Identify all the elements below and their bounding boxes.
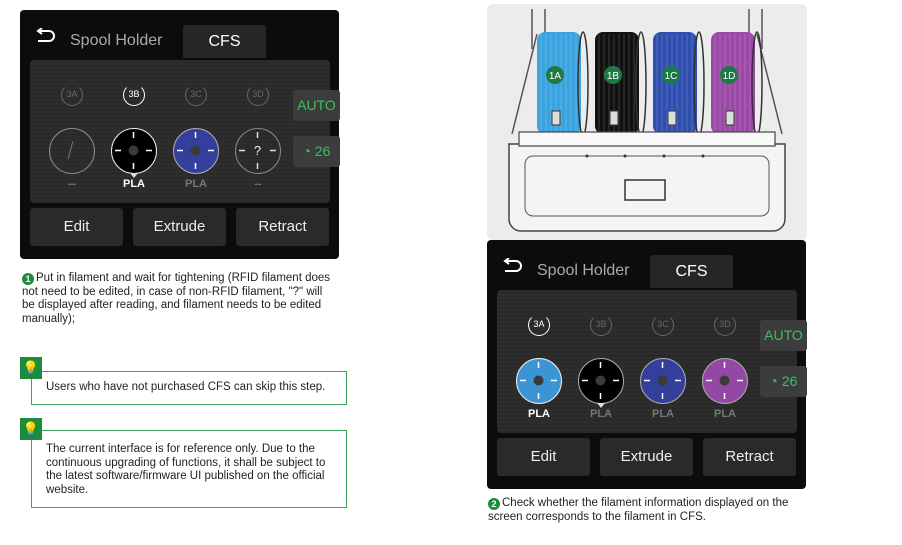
rotate-slot-icon: 3B <box>123 84 145 106</box>
spool-1D: 1D <box>711 31 763 137</box>
lightbulb-icon: 💡 <box>20 418 42 440</box>
cfs-screen-step1: Spool Holder CFS 3A -- 3B PLA 3C PLA 3D … <box>20 10 340 259</box>
humidity-drop-icon: ◔ <box>769 373 782 389</box>
slot-material-label: PLA <box>652 408 674 420</box>
rotate-slot-icon: 3C <box>652 314 674 336</box>
selected-indicator-icon <box>597 403 605 408</box>
spool-1A: 1A <box>537 31 589 137</box>
step-1-text: Put in filament and wait for tightening … <box>22 272 331 325</box>
cfs-slots-area: 3A -- 3B PLA 3C PLA 3D ? -- AUTO ◔ 26 <box>30 60 340 203</box>
extrude-button[interactable]: Extrude <box>133 208 226 246</box>
cfs-screen-step2: Spool Holder CFS 3A PLA 3B PLA 3C PLA 3D… <box>487 240 807 489</box>
humidity-value: 26 <box>314 143 331 159</box>
slot-material-label: PLA <box>185 178 207 190</box>
retract-button[interactable]: Retract <box>703 438 796 476</box>
lightbulb-icon: 💡 <box>20 357 42 379</box>
slot-material-label: PLA <box>714 408 736 420</box>
auto-button[interactable]: AUTO <box>293 90 340 121</box>
spool-icon <box>578 358 624 404</box>
step-2-text: Check whether the filament information d… <box>488 497 789 523</box>
tab-spool-holder[interactable]: Spool Holder <box>537 262 630 279</box>
spool-icon <box>49 128 95 174</box>
rotate-slot-icon: 3D <box>714 314 736 336</box>
cfs-illustration: 1A 1B 1C 1D <box>487 4 807 240</box>
rotate-slot-icon: 3A <box>528 314 550 336</box>
slot-material-label: PLA <box>590 408 612 420</box>
slot-id: 3C <box>657 319 669 329</box>
slot-id: 3B <box>128 89 140 99</box>
spool-label: 1A <box>549 71 562 82</box>
back-icon[interactable] <box>501 258 523 276</box>
auto-button[interactable]: AUTO <box>760 320 807 351</box>
spool-label: 1C <box>665 71 678 82</box>
extrude-button[interactable]: Extrude <box>600 438 693 476</box>
rotate-slot-icon: 3B <box>590 314 612 336</box>
edit-button[interactable]: Edit <box>30 208 123 246</box>
tab-cfs[interactable]: CFS <box>650 255 733 288</box>
spool-1C: 1C <box>653 31 705 137</box>
humidity-button[interactable]: ◔ 26 <box>760 366 807 397</box>
spool-icon <box>516 358 562 404</box>
svg-text:?: ? <box>254 143 261 158</box>
spool-icon: ? <box>235 128 281 174</box>
tip-1-text: Users who have not purchased CFS can ski… <box>46 381 326 393</box>
selected-indicator-icon <box>130 173 138 178</box>
slot-material-label: -- <box>254 178 262 190</box>
slot-material-label: PLA <box>528 408 550 420</box>
rotate-slot-icon: 3A <box>61 84 83 106</box>
spool-1B: 1B <box>595 31 647 137</box>
tip-box-2: The current interface is for reference o… <box>31 430 347 508</box>
back-icon[interactable] <box>34 28 56 46</box>
cfs-spool-drawing: 1A 1B 1C 1D <box>508 9 786 232</box>
spool-label: 1D <box>723 71 736 82</box>
spool-icon <box>702 358 748 404</box>
rotate-slot-icon: 3D <box>247 84 269 106</box>
spool-label: 1B <box>607 71 620 82</box>
tab-spool-holder[interactable]: Spool Holder <box>70 32 163 49</box>
step-number-1: 1 <box>22 273 34 285</box>
humidity-button[interactable]: ◔ 26 <box>293 136 340 167</box>
slot-id: 3A <box>533 319 545 329</box>
humidity-value: 26 <box>781 373 798 389</box>
tip-box-1: Users who have not purchased CFS can ski… <box>31 371 347 405</box>
retract-button[interactable]: Retract <box>236 208 329 246</box>
slot-material-label: -- <box>68 178 76 190</box>
spool-icon <box>173 128 219 174</box>
slot-id: 3A <box>66 89 78 99</box>
slot-id: 3B <box>595 319 607 329</box>
tip-2-text: The current interface is for reference o… <box>46 443 326 496</box>
spool-icon <box>111 128 157 174</box>
spool-icon <box>640 358 686 404</box>
humidity-drop-icon: ◔ <box>302 143 315 159</box>
slot-id: 3D <box>252 89 264 99</box>
cfs-slots-area: 3A PLA 3B PLA 3C PLA 3D PLA AUTO ◔ 26 <box>497 290 807 433</box>
rotate-slot-icon: 3C <box>185 84 207 106</box>
edit-button[interactable]: Edit <box>497 438 590 476</box>
tab-cfs[interactable]: CFS <box>183 25 266 58</box>
slot-id: 3D <box>719 319 731 329</box>
step-number-2: 2 <box>488 498 500 510</box>
slot-material-label: PLA <box>123 178 145 190</box>
slot-id: 3C <box>190 89 202 99</box>
